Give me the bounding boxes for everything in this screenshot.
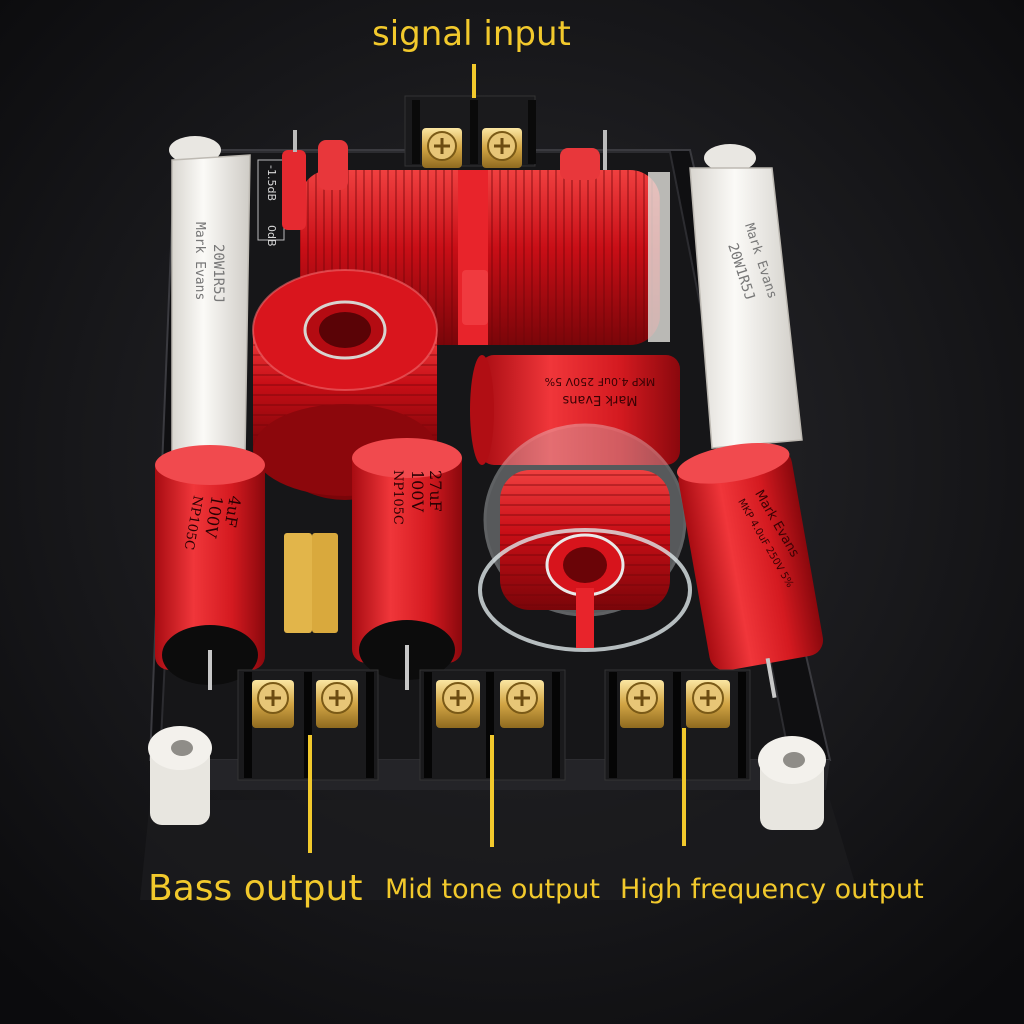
top-small-capacitors xyxy=(282,130,607,230)
standoffs xyxy=(148,136,826,830)
board-reflection xyxy=(140,800,860,900)
right-film-capacitor: Mark Evans MKP 4.0uF 250V 5% xyxy=(676,442,824,699)
mid-output-label: Mid tone output xyxy=(385,874,600,905)
zero-db-label: 0dB xyxy=(265,225,278,247)
yellow-capacitors xyxy=(284,533,338,633)
left-resistor-brand: Mark Evans xyxy=(192,222,207,300)
signal-input-label: signal input xyxy=(372,14,571,54)
mid-output-pointer xyxy=(490,735,494,847)
left-resistor-rating: 20W1R5J xyxy=(210,244,226,303)
signal-input-pointer xyxy=(472,64,476,98)
high-terminals xyxy=(604,669,751,781)
bass-terminals xyxy=(237,669,379,781)
mid-elec-series: NP105C xyxy=(390,470,405,525)
right-bobbin-coil xyxy=(478,423,692,652)
center-cap-brand: Mark Evans xyxy=(562,392,637,407)
bass-output-pointer xyxy=(308,735,312,853)
mid-elec-voltage: 100V xyxy=(408,470,427,513)
high-output-pointer xyxy=(682,728,686,846)
pcb-markings: -1.5dB 0dB xyxy=(257,159,285,247)
attenuation-label: -1.5dB xyxy=(265,165,278,201)
center-cap-rating: MKP 4.0uF 250V 5% xyxy=(545,375,656,388)
input-terminal-block xyxy=(404,95,536,168)
center-film-capacitor: MKP 4.0uF 250V 5% Mark Evans xyxy=(470,355,680,465)
left-electrolytic-capacitor: 4uF 100V NP105C xyxy=(155,445,265,690)
bass-output-label: Bass output xyxy=(148,868,363,909)
high-output-label: High frequency output xyxy=(620,874,924,905)
output-terminal-blocks xyxy=(237,669,751,781)
left-power-resistor: Mark Evans 20W1R5J xyxy=(171,154,251,459)
middle-electrolytic-capacitor: 27uF 100V NP105C xyxy=(352,438,462,690)
mid-elec-value: 27uF xyxy=(426,470,445,512)
right-power-resistor: Mark Evans 20W1R5J xyxy=(689,167,803,449)
